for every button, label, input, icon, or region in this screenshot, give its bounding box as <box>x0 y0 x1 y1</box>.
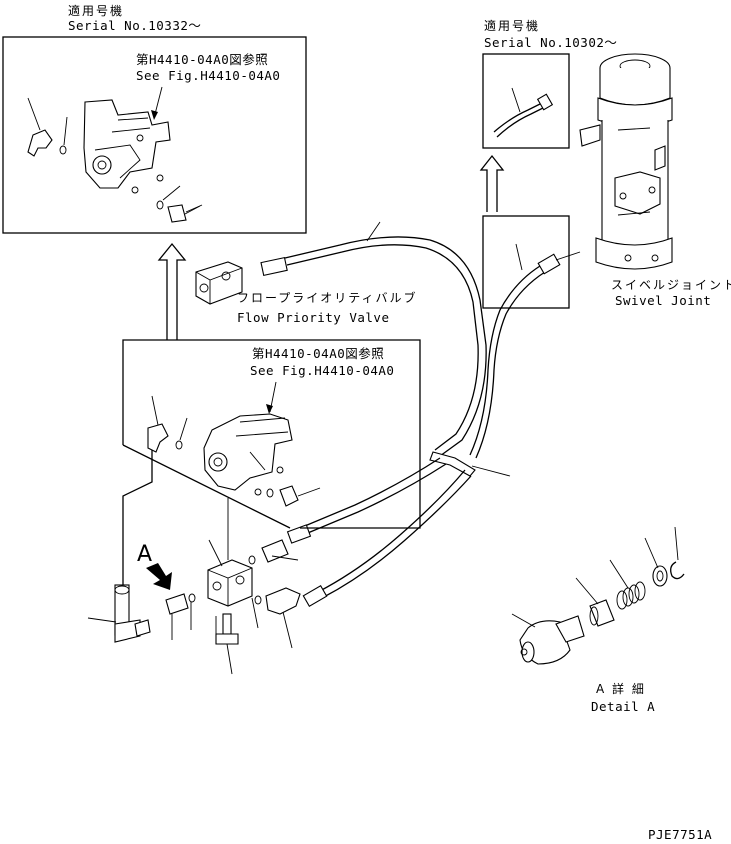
central-upper-leader <box>271 555 299 561</box>
swivel-joint-label-jp: スイベルジョイント <box>611 278 731 292</box>
mid-leader-2 <box>179 417 188 441</box>
top-left-leader-2 <box>63 116 68 146</box>
hose-lower-2 <box>302 469 472 607</box>
detail-a-spring <box>616 581 646 610</box>
mid-leader-1 <box>151 395 159 426</box>
mid-ref-jp: 第H4410-04A0図参照 <box>252 346 384 361</box>
top-left-leader-1 <box>27 97 41 131</box>
top-left-ref-arrowhead <box>151 110 158 120</box>
mid-reference-frame <box>122 339 421 529</box>
left-pipe-fitting <box>114 584 141 643</box>
top-right-hose-detail-2 <box>496 107 544 138</box>
detail-a-snap-ring-leader <box>674 526 679 561</box>
top-right-hose-detail <box>493 103 541 133</box>
swivel-joint-label-en: Swivel Joint <box>615 293 711 308</box>
drawing-code: PJE7751A <box>648 827 712 842</box>
hose-upper-leader <box>366 221 381 242</box>
top-left-detail-frame <box>2 36 307 234</box>
top-right-detail-box <box>482 53 570 149</box>
detail-marker-a: A <box>137 542 152 567</box>
central-block <box>207 559 253 607</box>
top-left-leader-3 <box>162 185 181 201</box>
central-upper-fitting <box>248 539 289 565</box>
detail-a-label-en: Detail A <box>591 699 655 714</box>
central-right-elbow <box>254 587 301 615</box>
left-pipe-nut <box>134 619 151 637</box>
central-block-leader <box>208 539 223 567</box>
left-pipe-line <box>122 450 153 585</box>
top-left-valve-assembly <box>83 99 171 194</box>
swivel-detail-leader <box>515 243 523 271</box>
central-bottom-bolt <box>215 613 239 645</box>
swivel-joint-body <box>579 53 673 270</box>
flow-priority-valve-label-jp: フロープライオリティバルブ <box>237 290 418 305</box>
top-left-leader-4 <box>184 205 201 215</box>
detail-a-arrow <box>146 563 172 590</box>
mid-elbow-fitting <box>147 423 183 453</box>
top-right-applicable-title: 適用号機 <box>484 18 540 33</box>
hose-lower-1 <box>286 457 447 544</box>
mid-ref-en: See Fig.H4410-04A0 <box>250 363 394 378</box>
hose-upper <box>260 236 487 457</box>
central-left-fitting <box>165 593 196 615</box>
mid-reference-frame-diag <box>122 444 291 529</box>
swivel-detail-box <box>482 215 570 309</box>
central-right-leader <box>251 597 259 629</box>
top-left-ref-en: See Fig.H4410-04A0 <box>136 68 280 83</box>
top-left-straight-fitting <box>156 200 203 223</box>
central-right-leader-2 <box>282 611 293 649</box>
top-left-ref-jp: 第H4410-04A0図参照 <box>136 52 268 67</box>
detail-a-plug <box>519 615 585 665</box>
top-left-applicable-title: 適用号機 <box>68 3 124 18</box>
top-right-detail-leader <box>511 87 521 113</box>
top-right-serial-label: Serial No.10302～ <box>484 35 617 50</box>
hose-swivel <box>469 251 581 459</box>
detail-a-snap-ring <box>670 561 685 580</box>
detail-a-spring-leader <box>609 559 629 589</box>
detail-a-sleeve <box>589 599 615 627</box>
mid-valve-assembly <box>203 413 293 496</box>
top-left-serial-label: Serial No.10332～ <box>68 18 201 33</box>
flow-priority-valve-block <box>195 261 243 305</box>
top-left-up-arrow <box>157 242 187 340</box>
flow-priority-valve-label-en: Flow Priority Valve <box>237 310 390 325</box>
detail-a-ring-leader <box>644 537 659 569</box>
hose-clamp <box>429 451 476 477</box>
mid-ref-arrowhead <box>266 404 273 414</box>
top-left-elbow-fitting <box>27 129 67 157</box>
left-pipe-leader <box>87 617 117 623</box>
detail-a-plug-leader <box>511 613 536 628</box>
top-right-up-arrow <box>479 154 505 212</box>
central-bolt-leader <box>226 643 233 675</box>
hose-clamp-leader <box>471 465 511 477</box>
top-right-hose-nut <box>536 93 554 111</box>
detail-a-sleeve-leader <box>575 577 599 605</box>
mid-side-fitting <box>266 485 321 507</box>
detail-a-ring <box>652 565 668 587</box>
detail-a-label-jp: A 詳 細 <box>596 681 646 696</box>
